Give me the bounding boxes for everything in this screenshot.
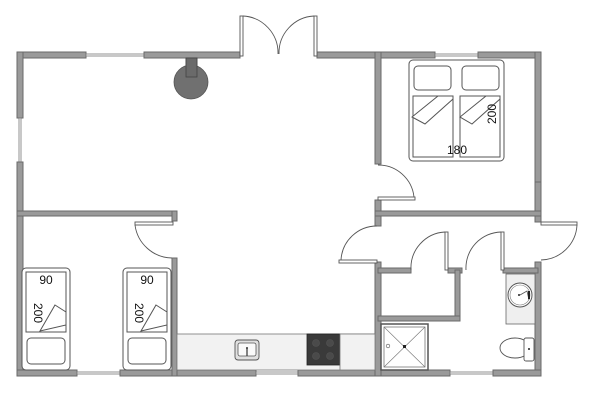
double-bed: 180 200	[408, 59, 505, 162]
single-bed-right-width-label: 90	[140, 273, 154, 287]
interior-walls	[16, 51, 542, 377]
back-door[interactable]	[540, 221, 578, 261]
single-bed-left: 90 200	[21, 267, 71, 371]
double-bed-length-label: 200	[485, 104, 499, 124]
entrance-double-door[interactable]	[239, 15, 318, 57]
storage-door[interactable]	[410, 231, 449, 271]
toilet-icon	[499, 337, 535, 362]
single-bed-left-length-label: 200	[31, 303, 45, 323]
twin-bedroom-door[interactable]	[134, 221, 174, 259]
washbasin-icon	[505, 273, 536, 325]
single-bed-right: 90 200	[122, 267, 172, 371]
doors	[134, 15, 578, 271]
fireplace-icon	[173, 57, 209, 100]
shower-icon	[380, 323, 429, 371]
double-bed-width-label: 180	[447, 143, 467, 157]
kitchen-counter	[176, 333, 376, 371]
hallway-door[interactable]	[338, 225, 378, 264]
cooktop-icon	[306, 333, 341, 366]
single-bed-left-width-label: 90	[39, 273, 53, 287]
bathroom-door[interactable]	[465, 231, 505, 271]
single-bed-right-length-label: 200	[132, 303, 146, 323]
bedroom-door[interactable]	[377, 164, 416, 201]
kitchen-sink-icon	[234, 339, 260, 361]
